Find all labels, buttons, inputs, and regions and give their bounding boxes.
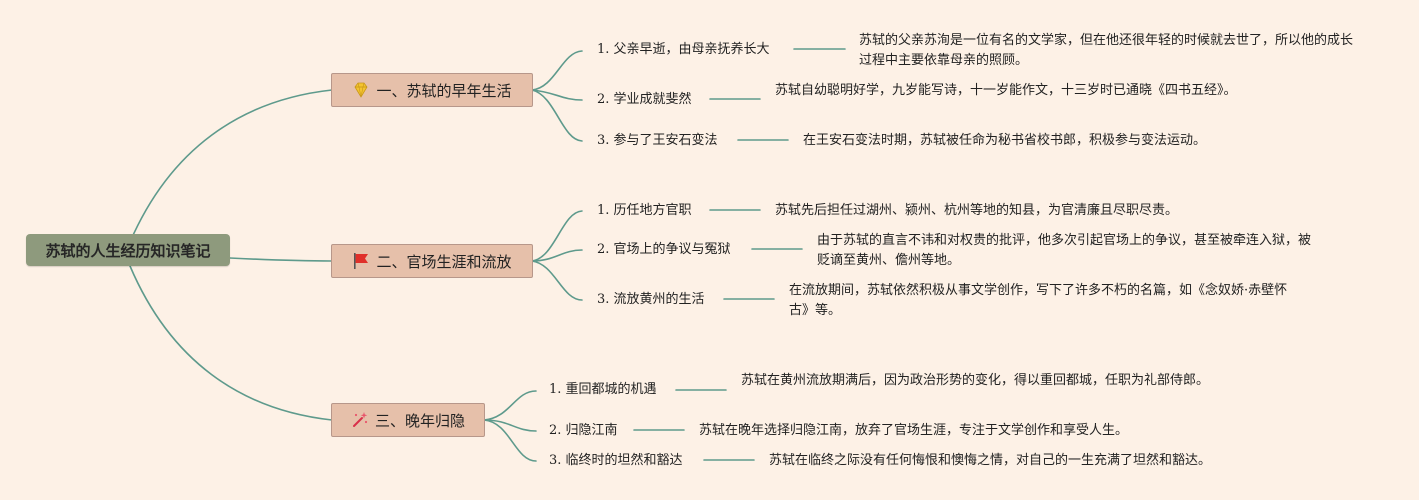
root-topic-label: 苏轼的人生经历知识笔记 — [45, 241, 211, 260]
link-b1-c3 — [531, 89, 583, 142]
branch-label: 三、晚年归隐 — [374, 411, 465, 430]
sparkle-wand-icon — [351, 411, 369, 429]
note-2-3: 在流放期间，苏轼依然积极从事文学创作，写下了许多不朽的名篇，如《念奴娇·赤壁怀古… — [789, 283, 1288, 318]
subtopic-3-3[interactable]: 3. 临终时的坦然和豁达 — [549, 453, 683, 468]
branch-label: 一、苏轼的早年生活 — [376, 81, 512, 100]
note-3-1: 苏轼在黄州流放期满后，因为政治形势的变化，得以重回都城，任职为礼部侍郎。 — [741, 373, 1210, 388]
subtopic-2-2[interactable]: 2. 官场上的争议与冤狱 — [597, 242, 731, 257]
link-b3-c1 — [483, 390, 537, 421]
note-2-2: 由于苏轼的直言不讳和对权贵的批评，他多次引起官场上的争议，甚至被牵连入狱，被贬谪… — [817, 233, 1312, 268]
subtopic-2-1[interactable]: 1. 历任地方官职 — [597, 203, 692, 218]
link-b3-c2 — [483, 419, 537, 432]
link-b1-c2 — [531, 89, 583, 101]
link-b3-c3 — [483, 419, 537, 462]
subtopic-3-1[interactable]: 1. 重回都城的机遇 — [549, 382, 657, 397]
link-b2-c2 — [531, 249, 583, 262]
subtopic-1-1[interactable]: 1. 父亲早逝，由母亲抚养长大 — [597, 42, 770, 57]
note-1-3: 在王安石变法时期，苏轼被任命为秘书省校书郎，积极参与变法运动。 — [803, 133, 1207, 148]
subtopic-1-2[interactable]: 2. 学业成就斐然 — [597, 92, 692, 107]
branch-official-career[interactable]: 二、官场生涯和流放 — [331, 244, 533, 278]
gem-icon — [352, 81, 370, 99]
subtopic-1-3[interactable]: 3. 参与了王安石变法 — [597, 133, 718, 148]
note-1-1: 苏轼的父亲苏洵是一位有名的文学家，但在他还很年轻的时候就去世了，所以他的成长过程… — [859, 33, 1354, 68]
note-3-3: 苏轼在临终之际没有任何悔恨和懊悔之情，对自己的一生充满了坦然和豁达。 — [769, 453, 1212, 468]
link-b2-c3 — [531, 260, 583, 301]
branch-label: 二、官场生涯和流放 — [376, 252, 512, 271]
link-b1-c1 — [531, 50, 583, 91]
subtopic-2-3[interactable]: 3. 流放黄州的生活 — [597, 292, 705, 307]
link-b2-c1 — [531, 210, 583, 262]
note-1-2: 苏轼自幼聪明好学，九岁能写诗，十一岁能作文，十三岁时已通晓《四书五经》。 — [775, 83, 1237, 98]
link-root-branch1 — [129, 89, 333, 243]
root-topic[interactable]: 苏轼的人生经历知识笔记 — [26, 234, 230, 266]
note-3-2: 苏轼在晚年选择归隐江南，放弃了官场生涯，专注于文学创作和享受人生。 — [699, 423, 1129, 438]
red-flag-icon — [352, 252, 370, 270]
branch-later-years[interactable]: 三、晚年归隐 — [331, 403, 485, 437]
note-2-1: 苏轼先后担任过湖州、颍州、杭州等地的知县，为官清廉且尽职尽责。 — [775, 203, 1179, 218]
branch-early-life[interactable]: 一、苏轼的早年生活 — [331, 73, 533, 107]
link-root-branch2 — [229, 257, 333, 262]
subtopic-3-2[interactable]: 2. 归隐江南 — [549, 423, 618, 438]
link-root-branch3 — [129, 265, 333, 421]
